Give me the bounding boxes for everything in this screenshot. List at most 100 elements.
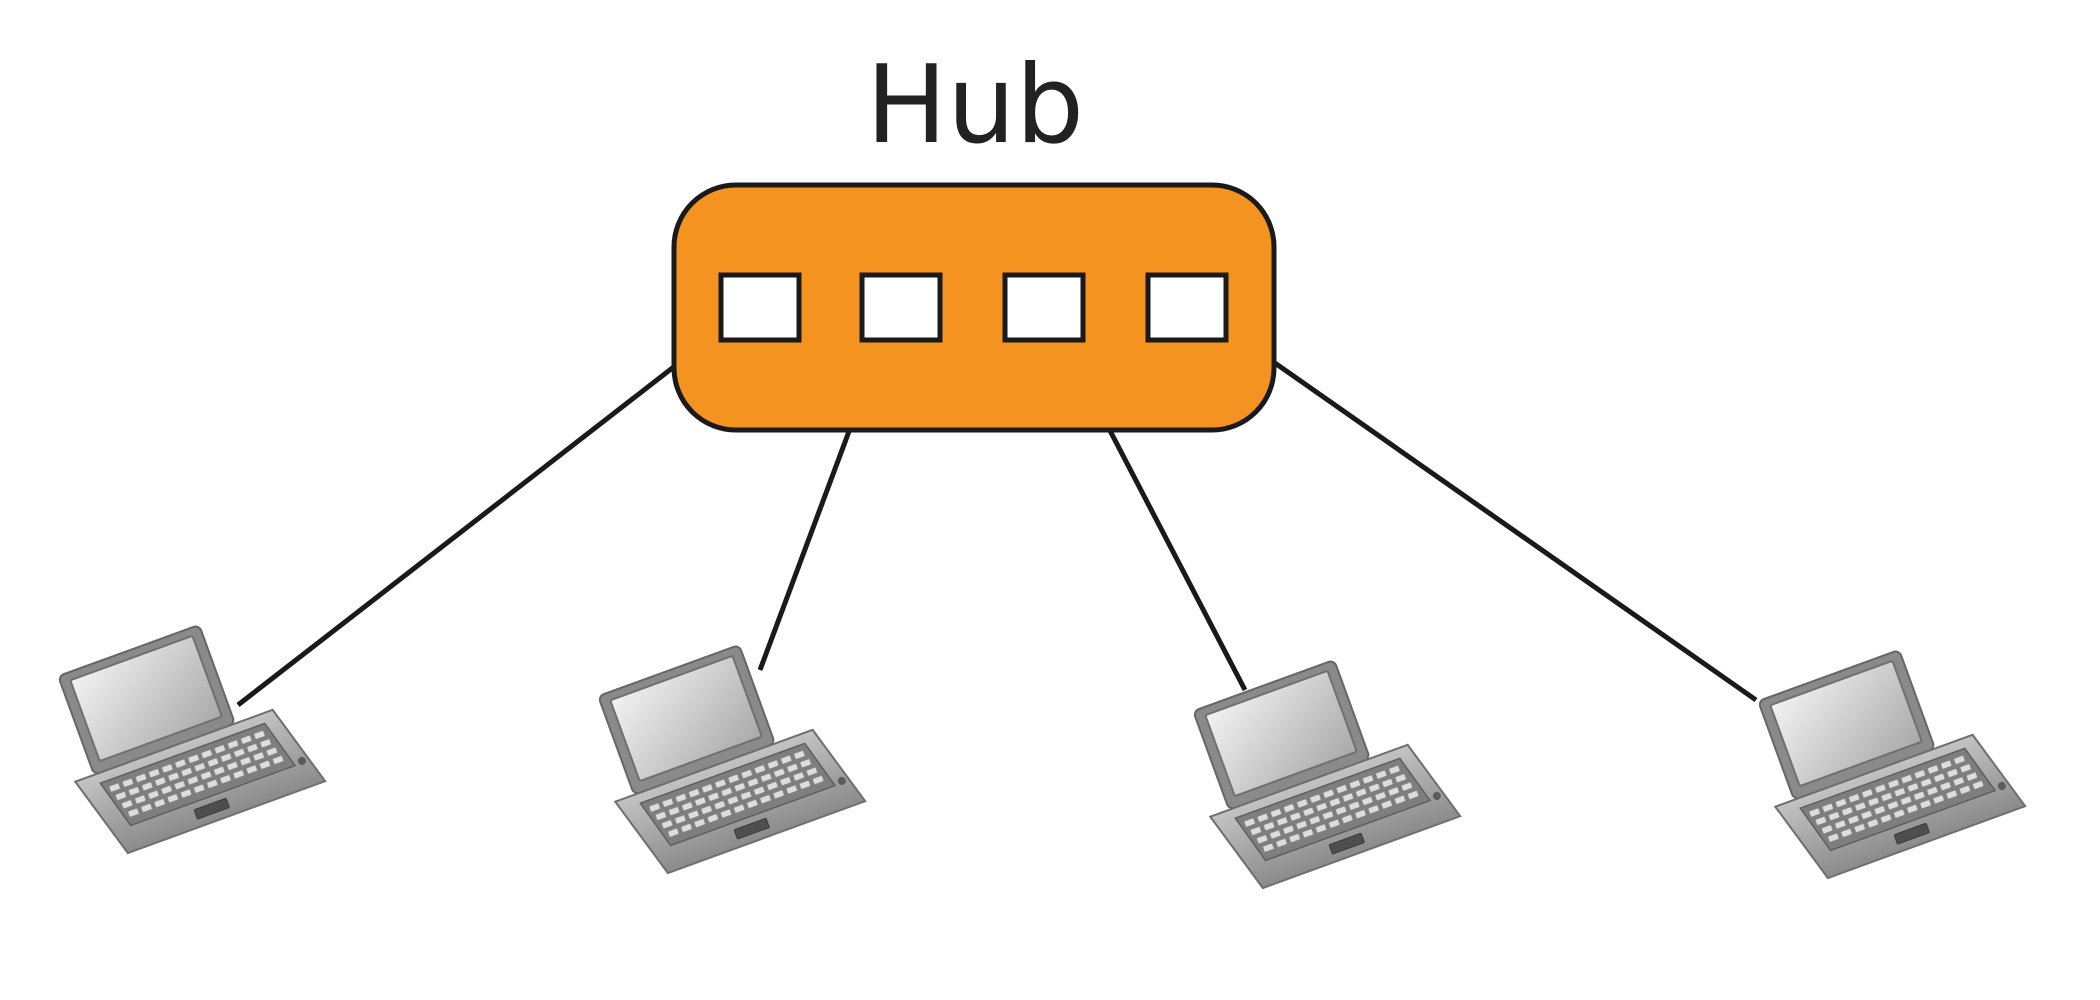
- laptop-key: [754, 764, 766, 774]
- laptop-key: [213, 766, 225, 776]
- laptop-key: [1959, 763, 1972, 773]
- laptop-key: [727, 795, 739, 805]
- laptop-key: [668, 806, 680, 816]
- laptop-key: [1342, 792, 1354, 802]
- laptop-key: [1835, 798, 1847, 808]
- laptop-key: [1374, 791, 1387, 801]
- laptop-key: [140, 803, 153, 813]
- laptop-key: [259, 760, 271, 770]
- laptop-screen: [1769, 660, 1923, 787]
- laptop-key: [1315, 802, 1328, 812]
- laptop-key: [160, 785, 173, 795]
- laptop-key: [200, 771, 212, 781]
- laptop-key: [1243, 818, 1256, 828]
- laptop-key: [1900, 796, 1912, 806]
- laptop-key: [741, 769, 753, 779]
- laptop-key: [1874, 805, 1886, 815]
- laptop-key: [1894, 787, 1906, 797]
- laptop-icon: [598, 645, 867, 875]
- laptop-key: [792, 771, 805, 781]
- laptop-key: [773, 768, 786, 778]
- laptop-key: [153, 798, 166, 808]
- laptop-key: [766, 781, 779, 791]
- laptop-key: [1959, 785, 1971, 795]
- laptop-key: [1309, 794, 1322, 804]
- laptop-key: [1822, 803, 1834, 813]
- laptop-key: [187, 775, 199, 785]
- laptop-key: [180, 767, 193, 777]
- laptop-key: [1946, 768, 1959, 778]
- laptop-key: [1919, 799, 1932, 809]
- laptop-key: [746, 799, 759, 809]
- laptop-key: [128, 786, 140, 796]
- laptop-key: [772, 789, 785, 799]
- laptop-key: [1367, 804, 1380, 814]
- laptop-key: [226, 761, 239, 771]
- laptop-key: [1256, 834, 1268, 844]
- laptop-key: [266, 747, 278, 757]
- laptop-key: [1269, 829, 1282, 840]
- laptop-key: [1841, 806, 1853, 816]
- laptop-key: [1407, 790, 1419, 800]
- laptop-key: [206, 779, 219, 789]
- laptop-key: [154, 777, 167, 787]
- laptop-key: [1328, 819, 1340, 829]
- laptop-key: [767, 759, 779, 770]
- port-3: [1002, 272, 1086, 343]
- laptop-key: [688, 788, 700, 798]
- laptop-touchpad: [733, 817, 770, 840]
- laptop-keyboard: [1799, 747, 1997, 852]
- laptop-key: [1322, 810, 1334, 820]
- laptop-key: [1289, 812, 1302, 822]
- laptop-key: [661, 819, 673, 829]
- laptop-key: [1972, 780, 1984, 790]
- laptop-key: [675, 793, 687, 803]
- laptop-keyboard: [639, 742, 837, 847]
- laptop-key: [780, 755, 792, 765]
- port-1: [718, 272, 802, 343]
- laptop-key: [1880, 813, 1892, 824]
- laptop-key: [1927, 764, 1939, 775]
- laptop-key: [1381, 778, 1394, 788]
- laptop-key: [662, 798, 674, 808]
- laptop-key: [127, 808, 140, 818]
- port-2: [859, 272, 943, 343]
- laptop-key: [1861, 788, 1874, 798]
- laptop-key: [220, 753, 232, 763]
- laptop-icon: [1193, 660, 1462, 890]
- laptop-key: [1907, 782, 1919, 792]
- laptop-key: [786, 763, 799, 773]
- laptop-key: [214, 744, 226, 754]
- laptop-key: [121, 799, 133, 809]
- laptop-key: [1901, 774, 1913, 784]
- laptop-key: [167, 793, 179, 803]
- laptop-key: [1349, 779, 1361, 789]
- laptop-key: [233, 748, 246, 758]
- laptop-key: [272, 755, 284, 765]
- laptop-key: [693, 818, 706, 828]
- laptop-key: [806, 767, 818, 777]
- laptop-key: [240, 735, 252, 745]
- laptop-key: [246, 765, 258, 775]
- laptop-key: [1394, 795, 1406, 805]
- laptop-key: [1867, 818, 1879, 828]
- laptop-key: [1966, 772, 1978, 782]
- laptop-keyboard: [1234, 757, 1432, 862]
- laptop-key: [1828, 811, 1840, 821]
- laptop-key: [1275, 838, 1288, 848]
- laptop-key: [1926, 786, 1939, 796]
- laptop-key: [707, 813, 719, 823]
- laptop-key: [1302, 828, 1314, 838]
- laptop-key: [1952, 776, 1965, 786]
- laptop-key: [1887, 800, 1899, 810]
- laptop-key: [174, 780, 186, 790]
- laptop-key: [1867, 797, 1880, 807]
- laptop-key: [1341, 814, 1354, 824]
- laptop-key: [720, 787, 733, 797]
- laptop-screen: [69, 635, 223, 762]
- laptop-key: [1953, 755, 1966, 765]
- laptop-key: [667, 828, 680, 838]
- laptop-screen: [609, 655, 763, 782]
- laptop-key: [1295, 820, 1308, 830]
- laptop-key: [1257, 813, 1269, 823]
